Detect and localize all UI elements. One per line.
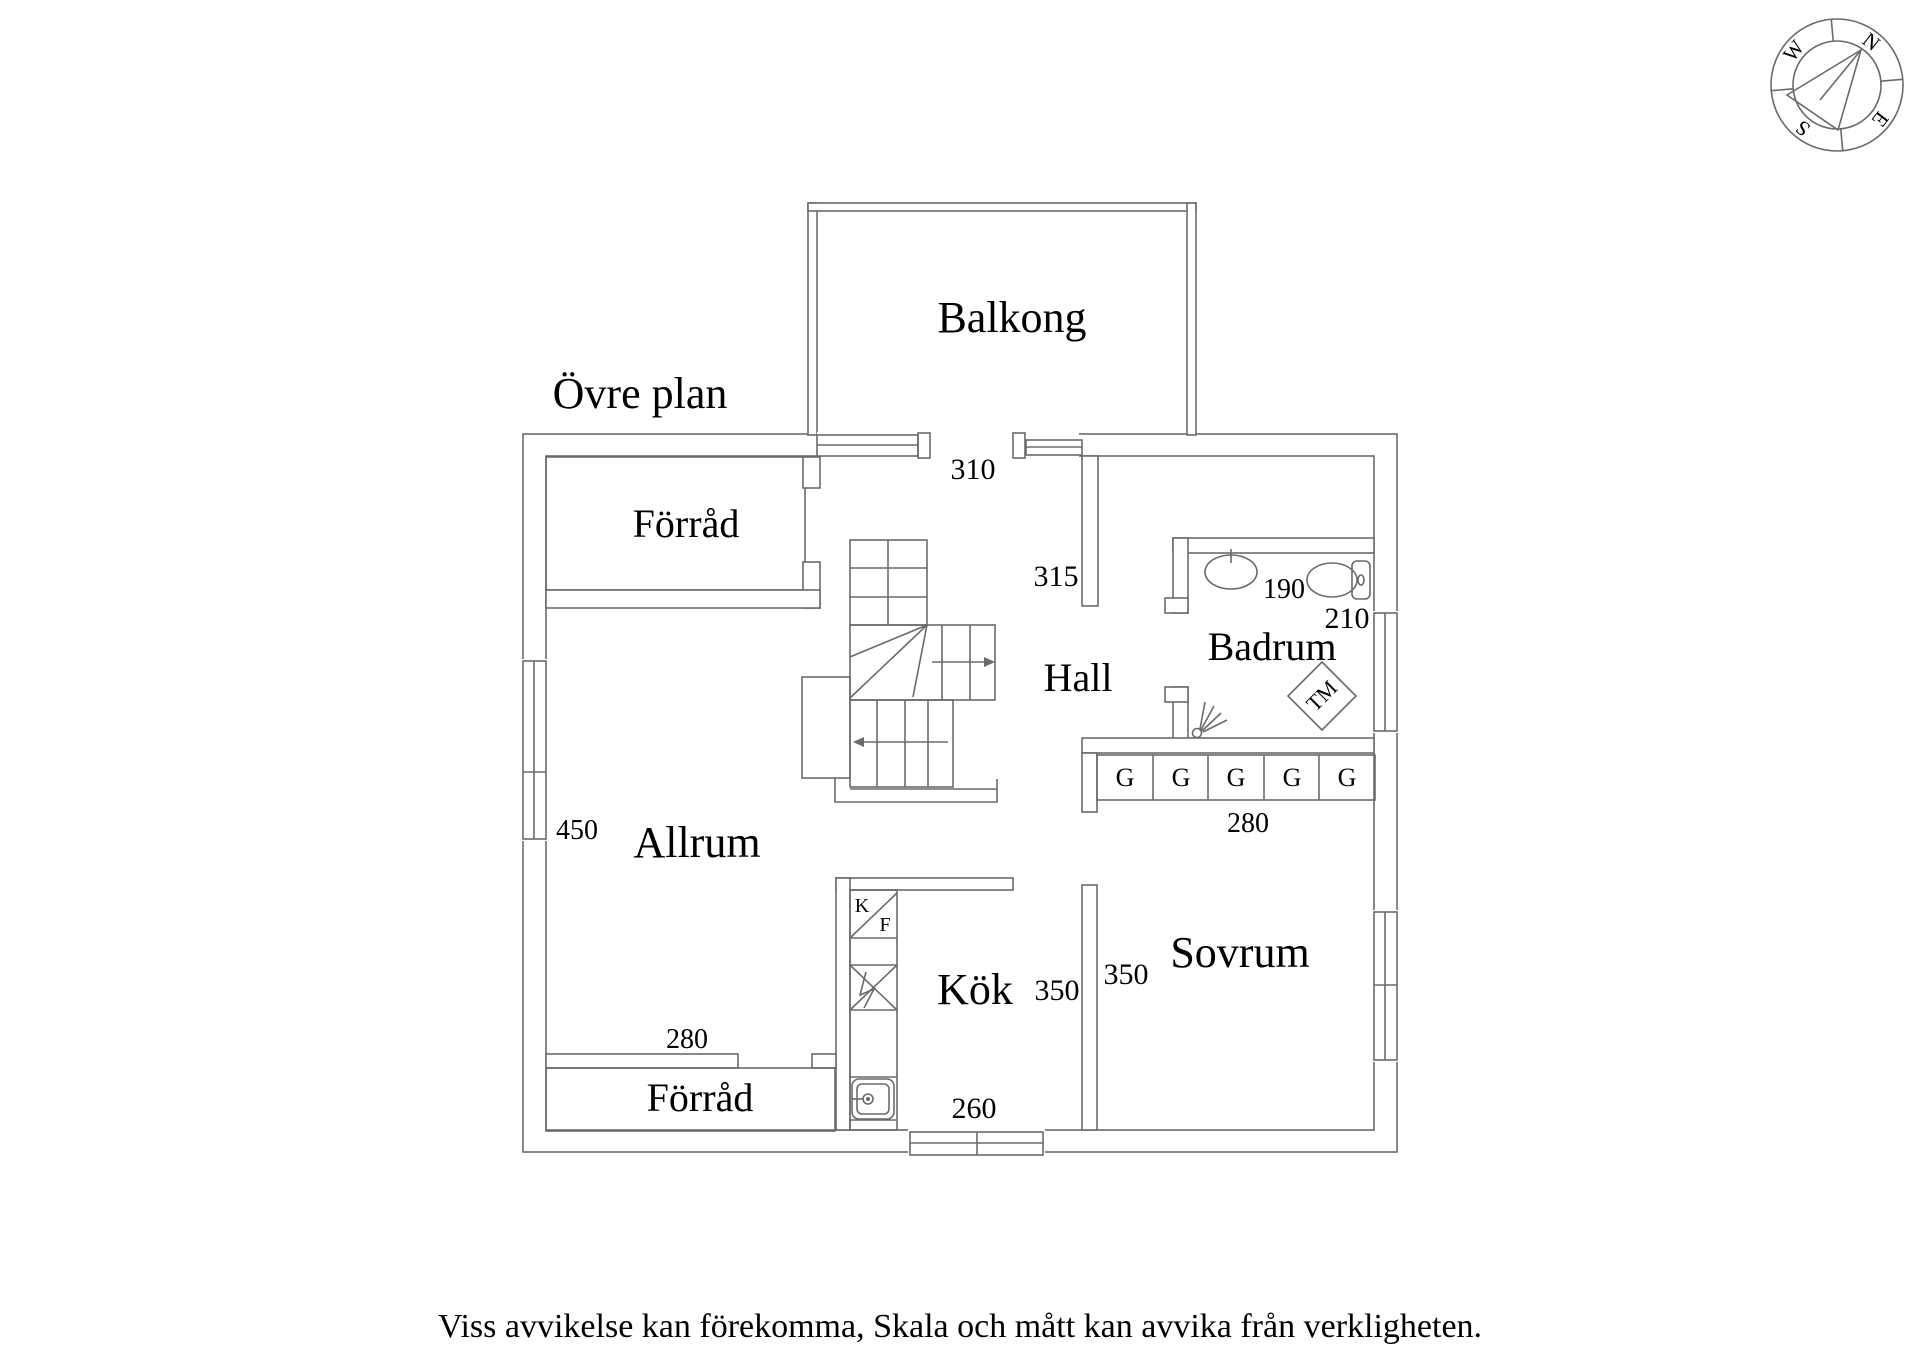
room-label-bedroom: Sovrum xyxy=(1170,928,1310,977)
stair-arrow-down-icon xyxy=(853,737,864,747)
room-label-balcony: Balkong xyxy=(937,293,1087,342)
measurement-balcony-width: 310 xyxy=(950,453,996,486)
bathroom-window xyxy=(1373,612,1398,732)
wardrobe-label-5: G xyxy=(1337,763,1357,792)
stair-arrow-up-icon xyxy=(984,657,995,667)
measurement-kitchen-width: 350 xyxy=(1034,974,1080,1007)
room-label-bathroom: Badrum xyxy=(1207,624,1337,669)
wardrobe-row xyxy=(1096,754,1376,801)
living-room-window xyxy=(522,660,547,840)
kitchen-window xyxy=(909,1131,1044,1156)
room-label-storage-lower: Förråd xyxy=(646,1075,754,1120)
shower-icon xyxy=(1191,701,1228,739)
wardrobe-label-4: G xyxy=(1282,763,1302,792)
fridge-freezer-divider xyxy=(849,892,898,939)
washing-machine-icon xyxy=(1286,660,1358,732)
compass-needle-icon xyxy=(1785,48,1863,132)
bathroom-sink-icon xyxy=(1204,549,1258,590)
measurement-kitchen-window-width: 260 xyxy=(951,1092,997,1125)
room-label-living-room: Allrum xyxy=(633,818,761,867)
disclaimer-text: Viss avvikelse kan förekomma, Skala och … xyxy=(437,1308,1483,1345)
balcony-walls xyxy=(807,202,1197,436)
measurement-bathroom-depth: 210 xyxy=(1324,602,1370,635)
room-label-storage-upper: Förråd xyxy=(632,501,740,546)
kitchen-counter xyxy=(849,889,898,1131)
measurement-hall-width: 315 xyxy=(1033,560,1079,593)
wardrobe-label-2: G xyxy=(1171,763,1191,792)
room-label-kitchen: Kök xyxy=(937,965,1013,1014)
toilet-icon xyxy=(1306,560,1371,600)
wardrobe-label-3: G xyxy=(1226,763,1246,792)
fridge-label: K xyxy=(854,895,870,917)
plan-title: Övre plan xyxy=(552,369,728,418)
balcony-window-right xyxy=(1012,432,1083,459)
freezer-label: F xyxy=(879,914,891,936)
compass-icon xyxy=(1770,18,1904,152)
measurement-living-room-depth: 450 xyxy=(556,815,598,846)
interior-walls xyxy=(545,455,1375,1132)
balcony-window-left xyxy=(816,432,931,459)
wardrobe-label-1: G xyxy=(1115,763,1135,792)
stove-icon xyxy=(849,964,898,1011)
bedroom-window xyxy=(1373,911,1398,1061)
measurement-bedroom-width: 350 xyxy=(1103,958,1149,991)
measurement-storage-lower-width: 280 xyxy=(666,1024,708,1055)
measurement-wardrobe-row-width: 280 xyxy=(1227,808,1269,839)
measurement-bathroom-width: 190 xyxy=(1263,574,1305,605)
kitchen-sink-icon xyxy=(851,1078,895,1120)
room-label-hall: Hall xyxy=(1043,655,1113,700)
staircase xyxy=(801,539,998,803)
